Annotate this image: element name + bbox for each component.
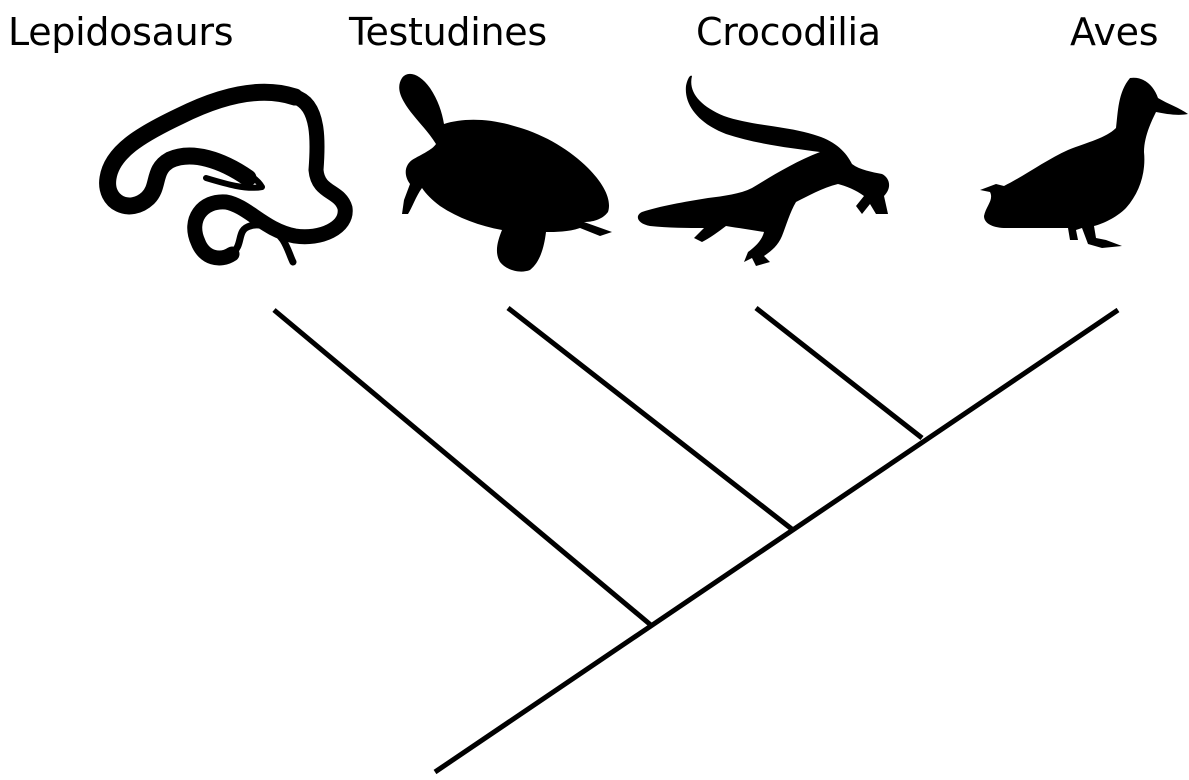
duck-silhouette-icon: [980, 78, 1188, 248]
snake-silhouette-icon: [108, 92, 346, 262]
tree-trunk-line: [435, 310, 1118, 772]
crocodile-silhouette-icon: [638, 76, 889, 266]
turtle-silhouette-icon: [399, 74, 612, 272]
branch-testudines: [508, 308, 793, 530]
branch-crocodilia: [756, 308, 922, 438]
branch-lepidosaurs: [274, 310, 652, 626]
